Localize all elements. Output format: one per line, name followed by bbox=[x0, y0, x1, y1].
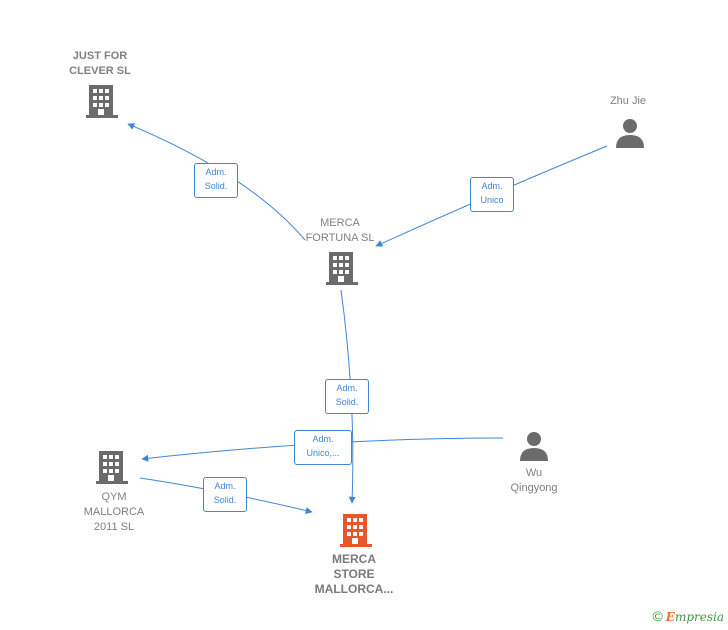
node-label-line: Wu bbox=[525, 467, 543, 479]
building-main-icon bbox=[340, 514, 372, 547]
edge-label-line: Adm. bbox=[214, 481, 236, 491]
empresia-logo[interactable]: ©Empresia bbox=[652, 608, 724, 624]
node-label-line: MALLORCA... bbox=[314, 582, 394, 596]
node-label-line: MERCA bbox=[332, 552, 376, 566]
node-label-line: MALLORCA bbox=[83, 506, 145, 518]
copyright-icon: © bbox=[652, 608, 663, 624]
edge-label-line: Solid. bbox=[213, 495, 237, 505]
edge-label-fortuna-to-store: Adm. Solid. bbox=[325, 379, 369, 414]
node-label-line: Zhu Jie bbox=[609, 95, 647, 107]
node-label-wu-qingyong[interactable]: Wu Qingyong bbox=[496, 466, 572, 496]
edge-label-line: Adm. bbox=[205, 167, 227, 177]
node-label-line: MERCA bbox=[320, 217, 360, 229]
person-icon bbox=[520, 432, 548, 461]
building-icon bbox=[86, 85, 118, 118]
building-icon bbox=[96, 451, 128, 484]
edge-label-line: Adm. bbox=[336, 383, 358, 393]
edge-label-line: Unico bbox=[480, 195, 504, 205]
node-label-qym-mallorca[interactable]: QYM MALLORCA 2011 SL bbox=[64, 490, 164, 535]
edge-label-line: Adm. bbox=[481, 181, 503, 191]
edge-label-wu-to-qym: Adm. Unico,... bbox=[294, 430, 352, 465]
node-label-line: 2011 SL bbox=[93, 521, 135, 533]
edge-label-line: Unico,... bbox=[306, 448, 340, 458]
node-label-merca-store[interactable]: MERCA STORE MALLORCA... bbox=[294, 552, 414, 597]
node-label-line: QYM bbox=[101, 491, 127, 503]
node-label-just-for-clever[interactable]: JUST FOR CLEVER SL bbox=[50, 49, 150, 79]
node-label-line: Qingyong bbox=[510, 482, 558, 494]
edge-label-qym-to-store: Adm. Solid. bbox=[203, 477, 247, 512]
node-label-zhu-jie[interactable]: Zhu Jie bbox=[590, 94, 666, 109]
building-icon bbox=[326, 252, 358, 285]
brand-initial: E bbox=[665, 610, 675, 624]
edge-label-zhujie-to-fortuna: Adm. Unico bbox=[470, 177, 514, 212]
node-label-line: JUST FOR bbox=[72, 50, 128, 62]
person-icon bbox=[616, 119, 644, 148]
node-label-merca-fortuna[interactable]: MERCA FORTUNA SL bbox=[290, 216, 390, 246]
brand-name: mpresia bbox=[674, 610, 724, 624]
node-label-line: CLEVER SL bbox=[69, 65, 131, 77]
node-label-line: FORTUNA SL bbox=[305, 232, 375, 244]
edge-label-line: Adm. bbox=[312, 434, 334, 444]
edge-label-fortuna-to-justfor: Adm. Solid. bbox=[194, 163, 238, 198]
edge-label-line: Solid. bbox=[204, 181, 228, 191]
edge-label-line: Solid. bbox=[335, 397, 359, 407]
node-label-line: STORE bbox=[333, 567, 375, 581]
